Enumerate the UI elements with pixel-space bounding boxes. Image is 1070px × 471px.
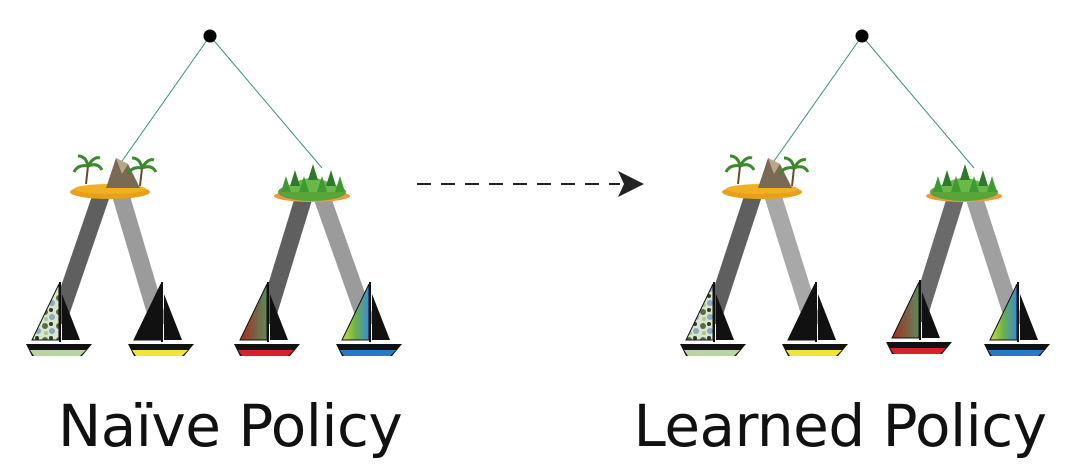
camo-boat bbox=[680, 282, 746, 356]
policy-beam bbox=[256, 200, 312, 324]
blue-boat bbox=[984, 282, 1050, 356]
camo-boat bbox=[26, 282, 92, 356]
root-node bbox=[203, 29, 217, 43]
policy-beam bbox=[764, 196, 822, 324]
learned-policy-caption: Learned Policy bbox=[633, 392, 1047, 460]
naive-policy-caption: Naïve Policy bbox=[57, 392, 403, 460]
tree-edge bbox=[119, 35, 211, 165]
yellow-boat bbox=[128, 282, 194, 356]
red-boat bbox=[234, 282, 300, 356]
policy-beam bbox=[314, 200, 376, 324]
rocky-palm-island bbox=[70, 154, 158, 199]
tree-edge bbox=[771, 35, 863, 165]
learned-policy-tree bbox=[680, 29, 1050, 356]
policy-beam bbox=[702, 196, 762, 324]
rocky-palm-island bbox=[722, 154, 810, 199]
tree-edge bbox=[209, 35, 323, 169]
policy-beam bbox=[966, 200, 1024, 324]
red-boat bbox=[886, 280, 952, 354]
green-forest-island bbox=[926, 164, 1002, 202]
green-forest-island bbox=[274, 164, 350, 202]
root-node bbox=[855, 29, 869, 43]
yellow-boat bbox=[782, 282, 848, 356]
policy-beam bbox=[112, 196, 168, 324]
policy-beam bbox=[908, 200, 964, 322]
naive-policy-tree bbox=[26, 29, 402, 356]
blue-boat bbox=[336, 282, 402, 356]
policy-beam bbox=[48, 196, 110, 324]
transition-arrow bbox=[417, 171, 644, 197]
tree-edge bbox=[861, 35, 975, 169]
